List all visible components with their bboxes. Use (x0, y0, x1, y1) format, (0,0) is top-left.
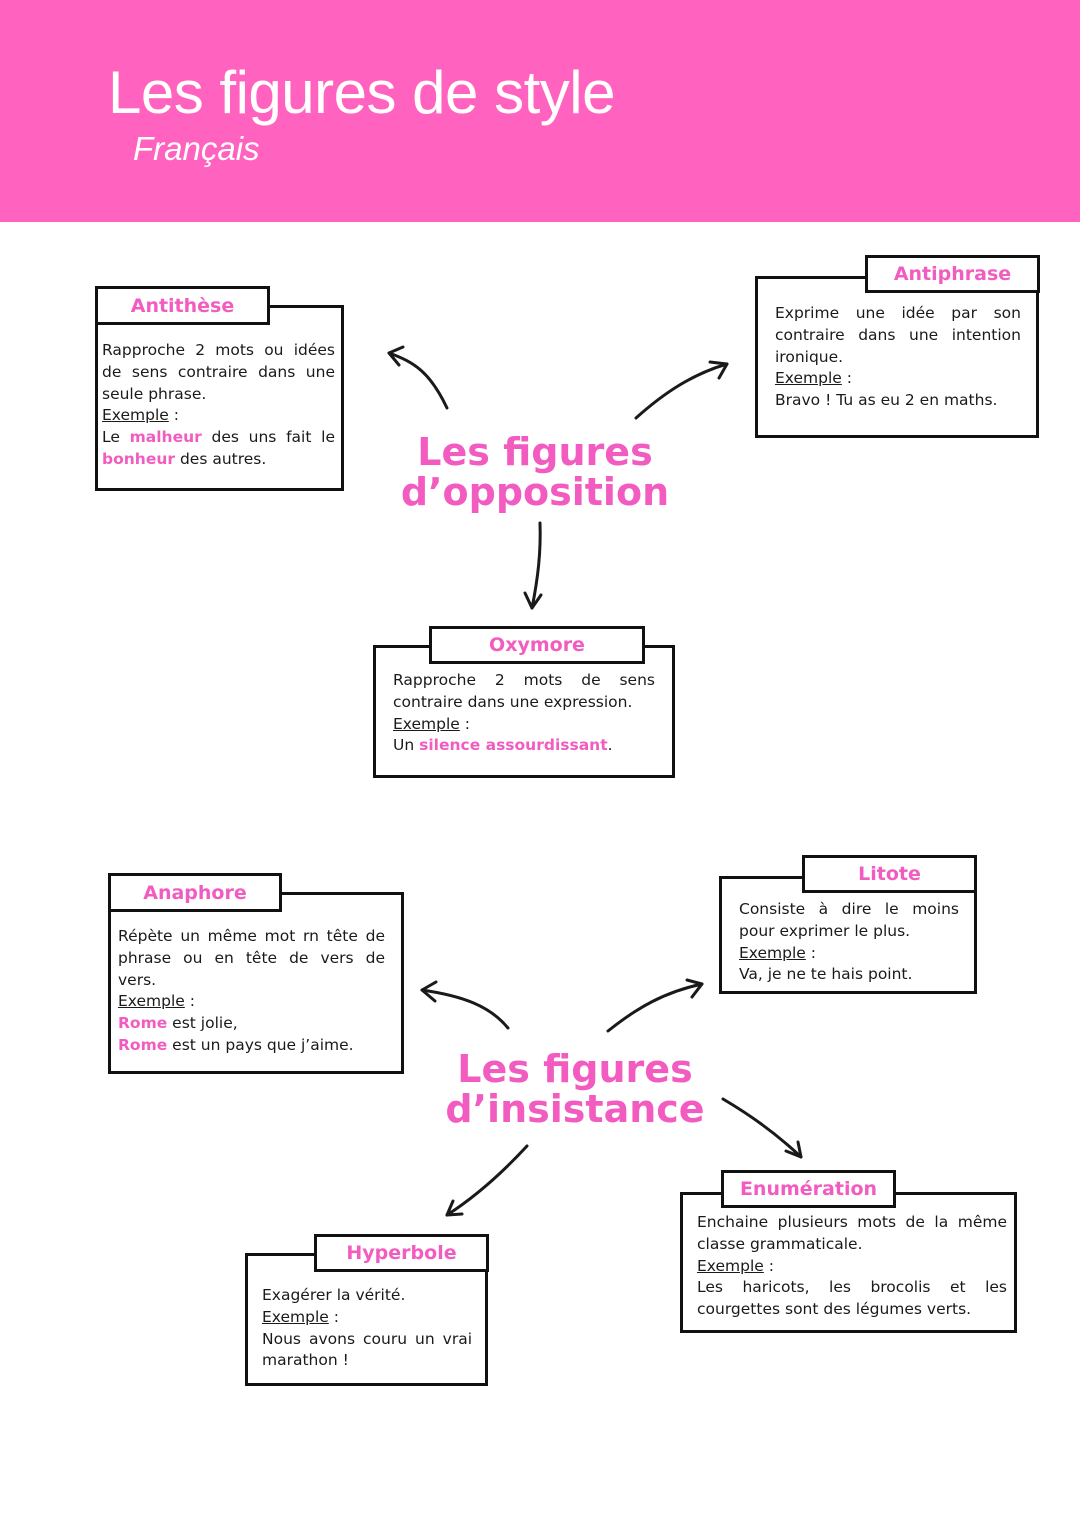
arrow-to-antiphrase (634, 360, 729, 420)
hub-insistance-line2: d’insistance (445, 1087, 705, 1131)
arrow-to-enumeration (721, 1097, 803, 1159)
example-label: Exemple (739, 943, 806, 962)
card-oxymore-title: Oxymore (429, 626, 645, 664)
card-hyperbole-text: Exagérer la vérité. Exemple : Nous avons… (262, 1285, 472, 1372)
hub-opposition-line1: Les figures (417, 430, 653, 474)
card-litote-title: Litote (802, 855, 977, 893)
arrow-to-hyperbole (445, 1144, 529, 1217)
card-antithese (95, 305, 344, 491)
definition: Rapproche 2 mots de sens contraire dans … (393, 671, 655, 711)
hub-opposition-line2: d’opposition (400, 470, 670, 514)
card-enumeration (680, 1192, 1017, 1333)
example-label: Exemple (775, 369, 842, 388)
arrow-to-litote (606, 978, 704, 1033)
example-label: Exemple (393, 714, 460, 733)
card-hyperbole-title: Hyperbole (314, 1234, 489, 1272)
example-label: Exemple (118, 992, 185, 1011)
definition: Exprime une idée par son contraire dans … (775, 304, 1021, 366)
arrow-to-oxymore (523, 521, 543, 610)
example-label: Exemple (262, 1307, 329, 1326)
card-oxymore (373, 645, 675, 778)
card-enumeration-title: Enumération (721, 1170, 896, 1208)
hub-insistance: Les figures d’insistance (420, 1049, 730, 1129)
example-label: Exemple (697, 1256, 764, 1275)
example: Les haricots, les brocolis et les courge… (697, 1278, 1007, 1319)
definition: Exagérer la vérité. (262, 1286, 406, 1304)
example-line1: Rome est jolie, (118, 1014, 238, 1033)
arrow-to-anaphore (420, 980, 510, 1030)
hub-insistance-line1: Les figures (457, 1047, 693, 1091)
card-antiphrase (755, 276, 1039, 438)
page-subtitle: Français (133, 130, 260, 167)
example-line2: Rome est un pays que j’aime. (118, 1035, 354, 1054)
card-oxymore-text: Rapproche 2 mots de sens contraire dans … (393, 670, 655, 757)
card-antiphrase-text: Exprime une idée par son contraire dans … (775, 303, 1021, 412)
card-antithese-title: Antithèse (95, 286, 270, 325)
card-litote (719, 876, 977, 994)
card-litote-text: Consiste à dire le moins pour exprimer l… (739, 899, 959, 986)
example: Le malheur des uns fait le bonheur des a… (102, 428, 335, 468)
example: Un silence assourdissant. (393, 736, 613, 755)
definition: Répète un même mot rn tête de phrase ou … (118, 927, 385, 989)
example: Bravo ! Tu as eu 2 en maths. (775, 391, 998, 410)
example-label: Exemple (102, 406, 169, 425)
hub-opposition: Les figures d’opposition (375, 432, 695, 512)
card-anaphore (108, 892, 404, 1074)
example: Nous avons couru un vrai marathon ! (262, 1329, 472, 1370)
page-title: Les figures de style (108, 59, 615, 126)
card-antiphrase-title: Antiphrase (865, 255, 1040, 293)
card-anaphore-title: Anaphore (108, 873, 282, 912)
definition: Consiste à dire le moins pour exprimer l… (739, 900, 959, 940)
card-enumeration-text: Enchaine plusieurs mots de la même class… (697, 1212, 1007, 1321)
arrow-to-antithese (387, 345, 449, 410)
definition: Enchaine plusieurs mots de la même class… (697, 1213, 1007, 1253)
card-anaphore-text: Répète un même mot rn tête de phrase ou … (118, 926, 385, 1057)
card-hyperbole (245, 1253, 488, 1386)
example: Va, je ne te hais point. (739, 965, 913, 984)
card-antithese-text: Rapproche 2 mots ou idées de sens contra… (102, 340, 335, 471)
page-header: Les figures de style Français (0, 0, 1080, 222)
definition: Rapproche 2 mots ou idées de sens contra… (102, 341, 335, 403)
